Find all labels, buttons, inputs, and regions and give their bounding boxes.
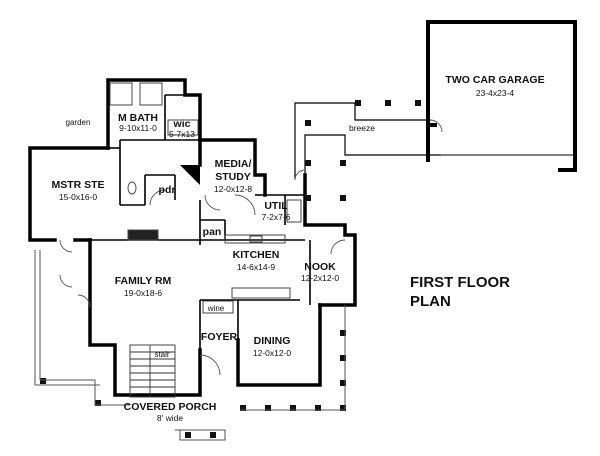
kitchen-counter	[224, 234, 286, 244]
garage-dims: 23-4x23-4	[476, 88, 515, 98]
media-dims: 12-0x12-8	[214, 184, 253, 194]
fixtures	[109, 82, 302, 314]
pan-name: pan	[203, 226, 222, 238]
mstr-ste-name: MSTR STE	[51, 179, 104, 191]
nook-dims: 12-2x12-0	[301, 273, 340, 283]
wine-name: wine	[207, 304, 225, 313]
mstr-ste-dims: 15-0x16-0	[59, 192, 98, 202]
util-dims: 7-2x7-6	[262, 212, 291, 222]
shower	[139, 82, 163, 106]
bathtub	[109, 82, 133, 106]
interior-walls	[90, 94, 311, 350]
m-bath-name: M BATH	[118, 112, 158, 124]
nook-name: NOOK	[304, 261, 336, 273]
stair-treads	[129, 344, 176, 398]
fireplace	[127, 229, 159, 241]
kitchen-name: KITCHEN	[233, 249, 280, 261]
foyer-name: FOYER	[201, 331, 238, 343]
family-dims: 19-0x18-6	[124, 288, 163, 298]
wic-dims: 5-7x13	[169, 129, 195, 139]
wine-cabinet	[202, 300, 234, 314]
exterior-walls	[28, 20, 577, 397]
kitchen-dims: 14-6x14-9	[237, 262, 276, 272]
kitchen-island	[231, 287, 291, 299]
pdr-name: pdr	[159, 184, 176, 196]
porch-railing	[34, 250, 346, 441]
garden-name: garden	[66, 118, 91, 127]
stair-landing	[180, 165, 200, 185]
dining-name: DINING	[254, 335, 291, 347]
wic-name: wic	[173, 118, 191, 130]
family-name: FAMILY RM	[115, 275, 172, 287]
porch-name: COVERED PORCH	[124, 401, 217, 413]
util-name: UTIL	[264, 200, 288, 212]
stair-name: stair	[154, 350, 169, 359]
media-name-line1: MEDIA/	[215, 158, 252, 170]
media-name-line2: STUDY	[215, 171, 251, 183]
door-swings	[59, 119, 443, 376]
plan-title-line2: PLAN	[410, 293, 451, 310]
plan-title: FIRST FLOOR PLAN	[410, 274, 510, 310]
plan-title-line1: FIRST FLOOR	[410, 274, 510, 291]
vanity	[167, 119, 199, 136]
toilet	[127, 181, 137, 195]
m-bath-dims: 9-10x11-0	[119, 123, 157, 133]
washer-dryer	[286, 199, 302, 223]
breeze-name: breeze	[349, 123, 375, 133]
room-labels: TWO CAR GARAGE 23-4x23-4 breeze M BATH 9…	[51, 74, 544, 423]
porch-columns	[40, 100, 421, 438]
garage-name: TWO CAR GARAGE	[445, 74, 544, 86]
porch-dims: 8' wide	[157, 413, 183, 423]
dining-dims: 12-0x12-0	[253, 348, 292, 358]
sink	[249, 235, 263, 243]
